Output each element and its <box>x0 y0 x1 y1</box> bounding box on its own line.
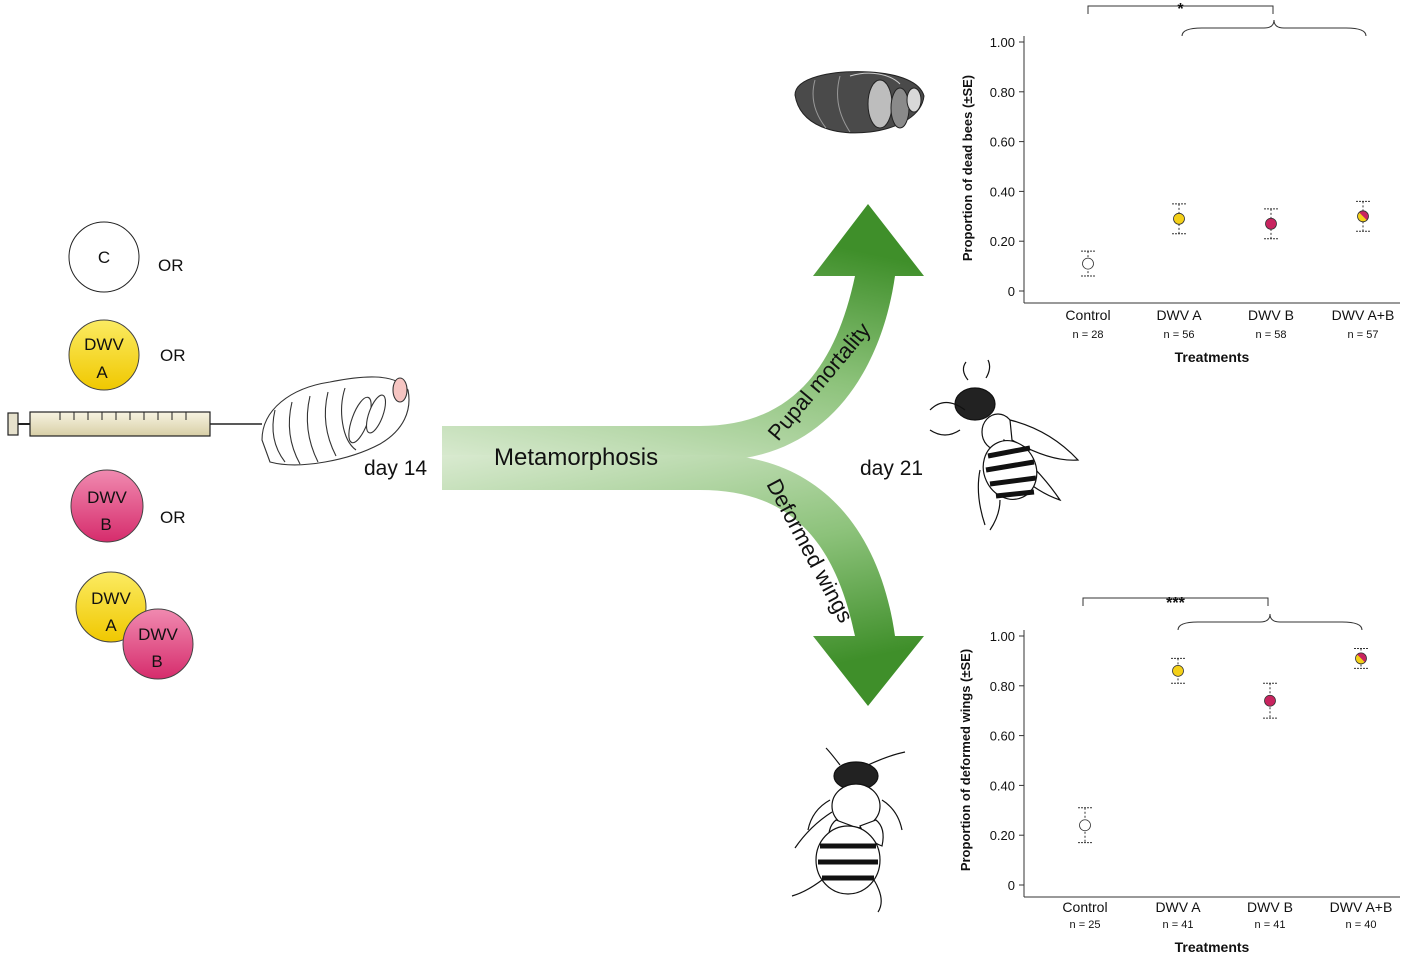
dwv-ab-a-label-1: DWV <box>91 589 131 608</box>
or-label-1: OR <box>158 256 184 275</box>
n-label: n = 28 <box>1073 329 1104 341</box>
or-label-3: OR <box>160 508 186 527</box>
x-category-label: DWV B <box>1248 307 1294 323</box>
metamorphosis-label: Metamorphosis <box>494 444 658 471</box>
y-axis-label: Proportion of deformed wings (±SE) <box>958 649 973 871</box>
n-label: n = 58 <box>1256 329 1287 341</box>
arrow-down-branch <box>442 455 924 706</box>
y-tick-label: 0.80 <box>990 679 1015 694</box>
pupa-icon <box>261 376 410 466</box>
y-tick-label: 0.20 <box>990 234 1015 249</box>
data-point <box>1172 664 1184 677</box>
control-circle-label: C <box>98 248 110 267</box>
pupal-mortality-label: Pupal mortality <box>763 318 876 446</box>
deformed-bee-icon <box>791 747 906 913</box>
y-tick-label: 0 <box>1008 284 1015 299</box>
y-axis-label: Proportion of dead bees (±SE) <box>960 75 975 261</box>
or-label-2: OR <box>160 346 186 365</box>
dwv-b-circle-label-1: DWV <box>87 488 127 507</box>
data-point <box>1264 694 1276 707</box>
data-point <box>1079 819 1091 832</box>
dwv-ab-b-label-1: DWV <box>138 625 178 644</box>
group-brace <box>1177 613 1363 631</box>
n-label: n = 25 <box>1070 919 1101 931</box>
dwv-a-circle-label-2: A <box>96 363 108 382</box>
x-axis-label: Treatments <box>1175 939 1250 954</box>
n-label: n = 57 <box>1348 329 1379 341</box>
data-point-half-b <box>1359 210 1369 221</box>
x-category-label: DWV B <box>1247 899 1293 915</box>
data-point-half-b <box>1357 652 1367 663</box>
x-category-label: Control <box>1065 307 1110 323</box>
x-axis-label: Treatments <box>1175 349 1250 365</box>
dwv-a-circle <box>68 319 140 391</box>
n-label: n = 41 <box>1255 919 1286 931</box>
branching-arrow <box>442 204 924 706</box>
n-label: n = 41 <box>1163 919 1194 931</box>
dwv-b-circle-label-2: B <box>100 515 111 534</box>
x-category-label: DWV A <box>1156 307 1202 323</box>
significance-bracket <box>1087 5 1274 14</box>
data-point <box>1357 210 1369 223</box>
y-tick-label: 0.40 <box>990 778 1015 793</box>
dwv-b-circle <box>70 469 144 543</box>
data-point <box>1082 257 1094 270</box>
data-point-outline <box>1355 652 1367 665</box>
x-category-label: DWV A+B <box>1330 899 1393 915</box>
y-tick-label: 0.40 <box>990 184 1015 199</box>
significance-stars: *** <box>1166 595 1185 612</box>
x-category-label: DWV A+B <box>1332 307 1395 323</box>
group-brace <box>1181 19 1367 37</box>
y-tick-label: 1.00 <box>990 629 1015 644</box>
data-point <box>1173 212 1185 225</box>
adult-bee-icon <box>929 359 1080 531</box>
y-tick-label: 0.80 <box>990 85 1015 100</box>
dwv-ab-b-label-2: B <box>151 652 162 671</box>
day-21-label: day 21 <box>860 457 923 480</box>
data-point-outline <box>1357 210 1369 223</box>
dwv-a-circle-label-1: DWV <box>84 335 124 354</box>
n-label: n = 40 <box>1346 919 1377 931</box>
data-point <box>1355 652 1367 665</box>
control-circle <box>68 221 140 293</box>
n-label: n = 56 <box>1164 329 1195 341</box>
significance-bracket <box>1082 597 1269 606</box>
input-circles: C OR DWV A OR DWV B OR DWV A DWV B <box>68 221 194 680</box>
x-category-label: Control <box>1062 899 1107 915</box>
significance-stars: * <box>1177 1 1184 18</box>
dwv-ab-b-circle <box>122 608 194 680</box>
y-tick-label: 0 <box>1008 878 1015 893</box>
syringe-icon <box>7 411 262 437</box>
y-tick-label: 0.60 <box>990 729 1015 744</box>
x-category-label: DWV A <box>1155 899 1201 915</box>
y-tick-label: 0.20 <box>990 828 1015 843</box>
y-tick-label: 0.60 <box>990 135 1015 150</box>
dwv-ab-a-label-2: A <box>105 616 117 635</box>
dead-pupa-icon <box>794 71 925 134</box>
y-tick-label: 1.00 <box>990 35 1015 50</box>
data-point <box>1265 217 1277 230</box>
day-14-label: day 14 <box>364 457 427 480</box>
arrow-up-branch <box>442 204 924 460</box>
